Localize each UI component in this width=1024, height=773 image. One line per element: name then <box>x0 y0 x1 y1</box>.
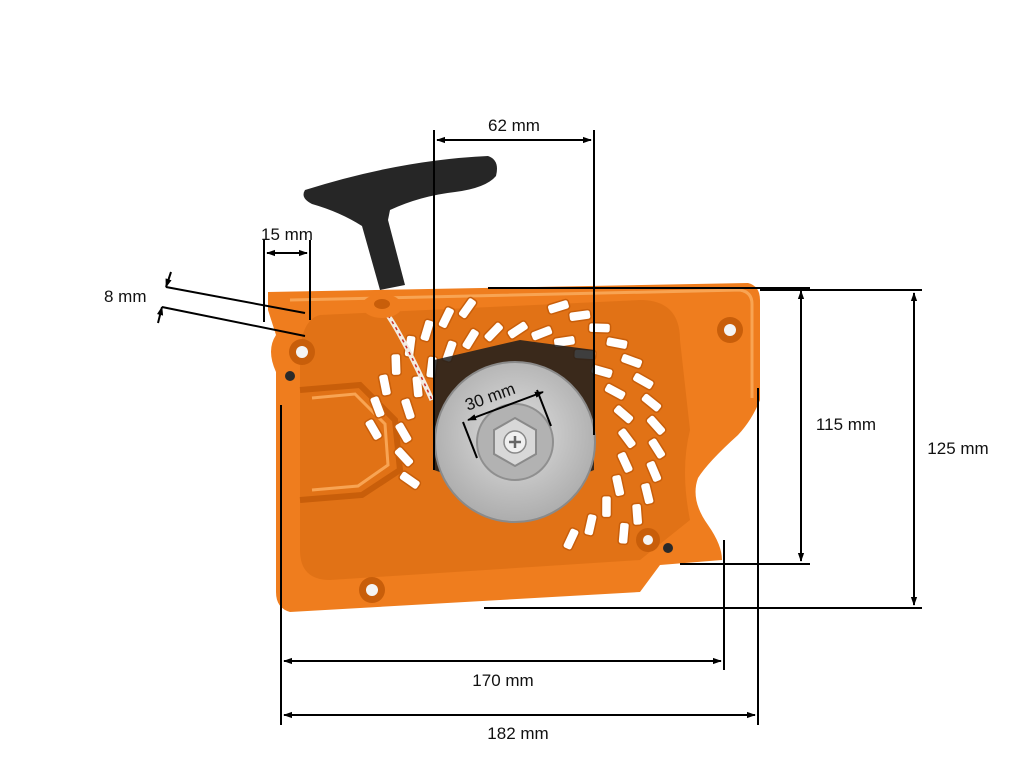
vent-slot <box>630 502 644 527</box>
vent-slot <box>645 459 663 484</box>
vent-slot <box>399 397 417 421</box>
vent-slot <box>562 527 580 551</box>
vent-slot <box>567 308 592 323</box>
vent-slot <box>393 445 415 468</box>
label-115mm: 115 mm <box>816 415 876 434</box>
vent-slot <box>639 481 655 506</box>
vent-slot <box>368 394 386 419</box>
vent-slot <box>616 450 635 475</box>
vent-slot <box>587 321 612 334</box>
starter-pulley <box>434 340 596 523</box>
vent-slot <box>460 327 481 351</box>
vent-slot <box>377 372 393 397</box>
vent-slot <box>603 382 627 402</box>
pull-handle <box>303 156 497 318</box>
vent-slot <box>364 417 384 442</box>
vent-slot <box>411 374 425 399</box>
vent-slot <box>393 421 413 445</box>
vent-slot <box>546 298 571 315</box>
vent-slot <box>604 335 629 351</box>
vent-slot <box>610 473 626 498</box>
vent-slot <box>583 512 598 537</box>
rope-guide-bracket <box>299 381 404 503</box>
dimension-lines <box>156 130 922 725</box>
vent-slot <box>389 352 402 377</box>
vent-slot <box>398 470 422 491</box>
vent-slot <box>647 436 667 461</box>
vent-slot <box>616 426 638 450</box>
mount-holes <box>285 317 743 603</box>
vent-slot <box>529 324 554 342</box>
label-182mm: 182 mm <box>487 724 548 743</box>
label-125mm: 125 mm <box>927 439 988 458</box>
vent-slot <box>457 296 478 320</box>
label-15mm: 15 mm <box>261 225 313 244</box>
vent-slot <box>631 371 655 391</box>
handle-grip <box>303 156 497 290</box>
vent-slot <box>419 318 436 343</box>
vent-slot <box>506 320 530 340</box>
vent-slot <box>617 521 631 546</box>
label-170mm: 170 mm <box>472 671 533 690</box>
vent-slot <box>600 494 613 519</box>
label-62mm: 62 mm <box>488 116 540 135</box>
vent-slot <box>619 352 644 370</box>
vent-slot <box>612 403 635 425</box>
vent-slot <box>645 414 667 437</box>
vent-slot <box>482 321 505 343</box>
label-8mm: 8 mm <box>104 287 147 306</box>
vent-slot <box>437 305 456 330</box>
vent-slot <box>640 392 663 413</box>
